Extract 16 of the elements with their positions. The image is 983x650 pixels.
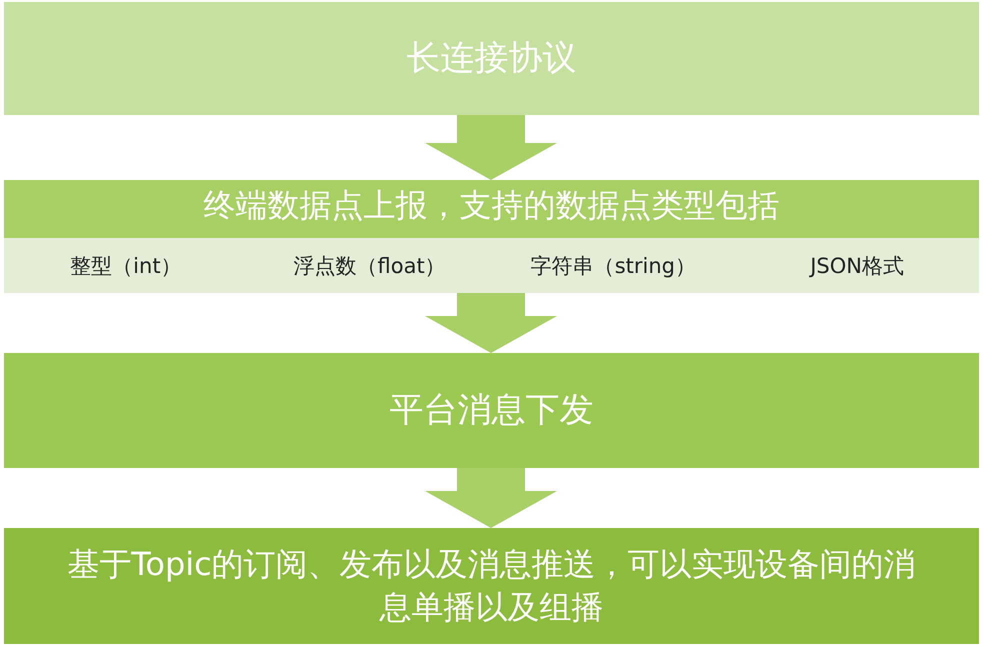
block-arrow (425, 293, 557, 353)
block-arrow (425, 468, 557, 528)
step-text: 长连接协议 (406, 36, 578, 80)
type-label: 浮点数（float） (292, 252, 447, 280)
type-label: JSON格式 (808, 252, 905, 280)
step-band (4, 528, 979, 644)
type-label: 整型（int） (69, 252, 183, 280)
type-strip (4, 238, 979, 293)
step-band (4, 353, 979, 468)
step-band (4, 2, 979, 115)
step-text: 基于Topic的订阅、发布以及消息推送，可以实现设备间的消息单播以及组播 (66, 544, 917, 628)
type-label: 字符串（string） (530, 252, 698, 280)
block-arrow (425, 115, 557, 180)
group-panel (4, 180, 979, 293)
heading-text: 终端数据点上报，支持的数据点类型包括 (204, 185, 780, 226)
step-text: 平台消息下发 (388, 388, 594, 432)
